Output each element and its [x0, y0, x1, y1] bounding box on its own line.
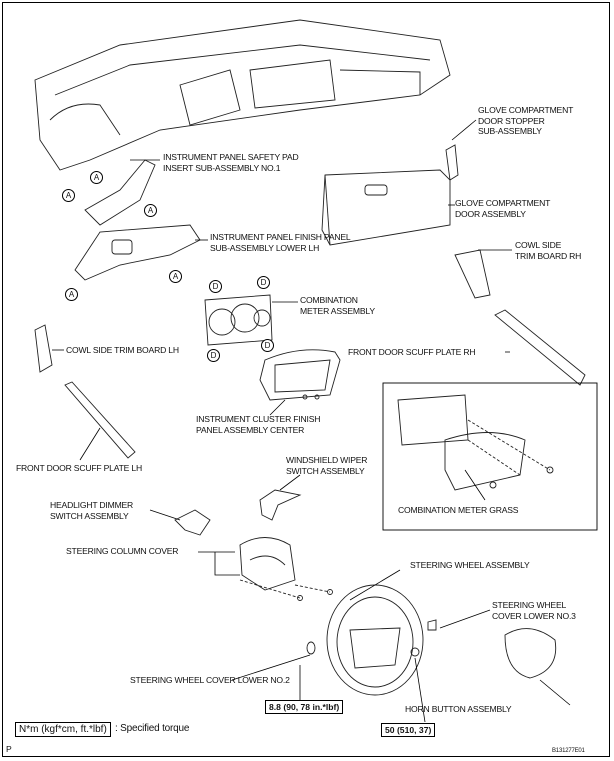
label-column-cover: STEERING COLUMN COVER [66, 546, 179, 556]
label-scuff-rh: FRONT DOOR SCUFF PLATE RH [348, 347, 476, 357]
scuff-rh-drawing [494, 309, 586, 386]
horn-button-drawing [504, 628, 557, 679]
label-scuff-lh: FRONT DOOR SCUFF PLATE LH [16, 463, 142, 473]
footer-p: P [6, 744, 12, 754]
figure-code: B131277E01 [552, 748, 585, 754]
cluster-finish-panel-drawing [259, 349, 341, 401]
glove-compartment-drawing [321, 169, 451, 246]
safety-pad-drawing [84, 159, 156, 226]
marker-a: A [169, 270, 182, 283]
torque-wheel-nut: 50 (510, 37) [381, 723, 436, 737]
marker-d: D [261, 339, 274, 352]
label-cover-no2: STEERING WHEEL COVER LOWER NO.2 [130, 675, 290, 685]
column-cover-drawing [239, 537, 296, 591]
steering-wheel-drawing [326, 584, 424, 696]
scuff-lh-drawing [64, 381, 136, 459]
door-stopper-drawing [445, 144, 459, 181]
marker-a: A [65, 288, 78, 301]
finish-panel-drawing [74, 224, 201, 281]
label-cowl-lh: COWL SIDE TRIM BOARD LH [66, 345, 179, 355]
marker-a: A [90, 171, 103, 184]
combination-meter-drawing [204, 294, 273, 346]
dimmer-switch-drawing [174, 509, 211, 536]
label-wheel: STEERING WHEEL ASSEMBLY [410, 560, 530, 570]
marker-d: D [209, 280, 222, 293]
cover-no2-drawing [306, 641, 316, 655]
nut-drawing [410, 647, 420, 657]
label-horn: HORN BUTTON ASSEMBLY [405, 704, 512, 714]
cowl-lh-drawing [34, 324, 53, 373]
cowl-rh-drawing [454, 249, 491, 299]
wiper-switch-drawing [259, 489, 302, 521]
meter-glass-drawing [397, 394, 554, 491]
torque-wheel-screw: 8.8 (90, 78 in.*lbf) [265, 700, 344, 714]
marker-a: A [62, 189, 75, 202]
instrument-panel-drawing [34, 19, 451, 171]
legend-text: : Specified torque [115, 723, 190, 734]
marker-a: A [144, 204, 157, 217]
label-meter-glass: COMBINATION METER GRASS [398, 505, 519, 515]
marker-d: D [207, 349, 220, 362]
cover-no3-drawing [427, 619, 437, 631]
legend-unit-box: N*m (kgf*cm, ft.*lbf) [15, 722, 111, 737]
meter-glass-inset-box [382, 382, 598, 531]
marker-d: D [257, 276, 270, 289]
